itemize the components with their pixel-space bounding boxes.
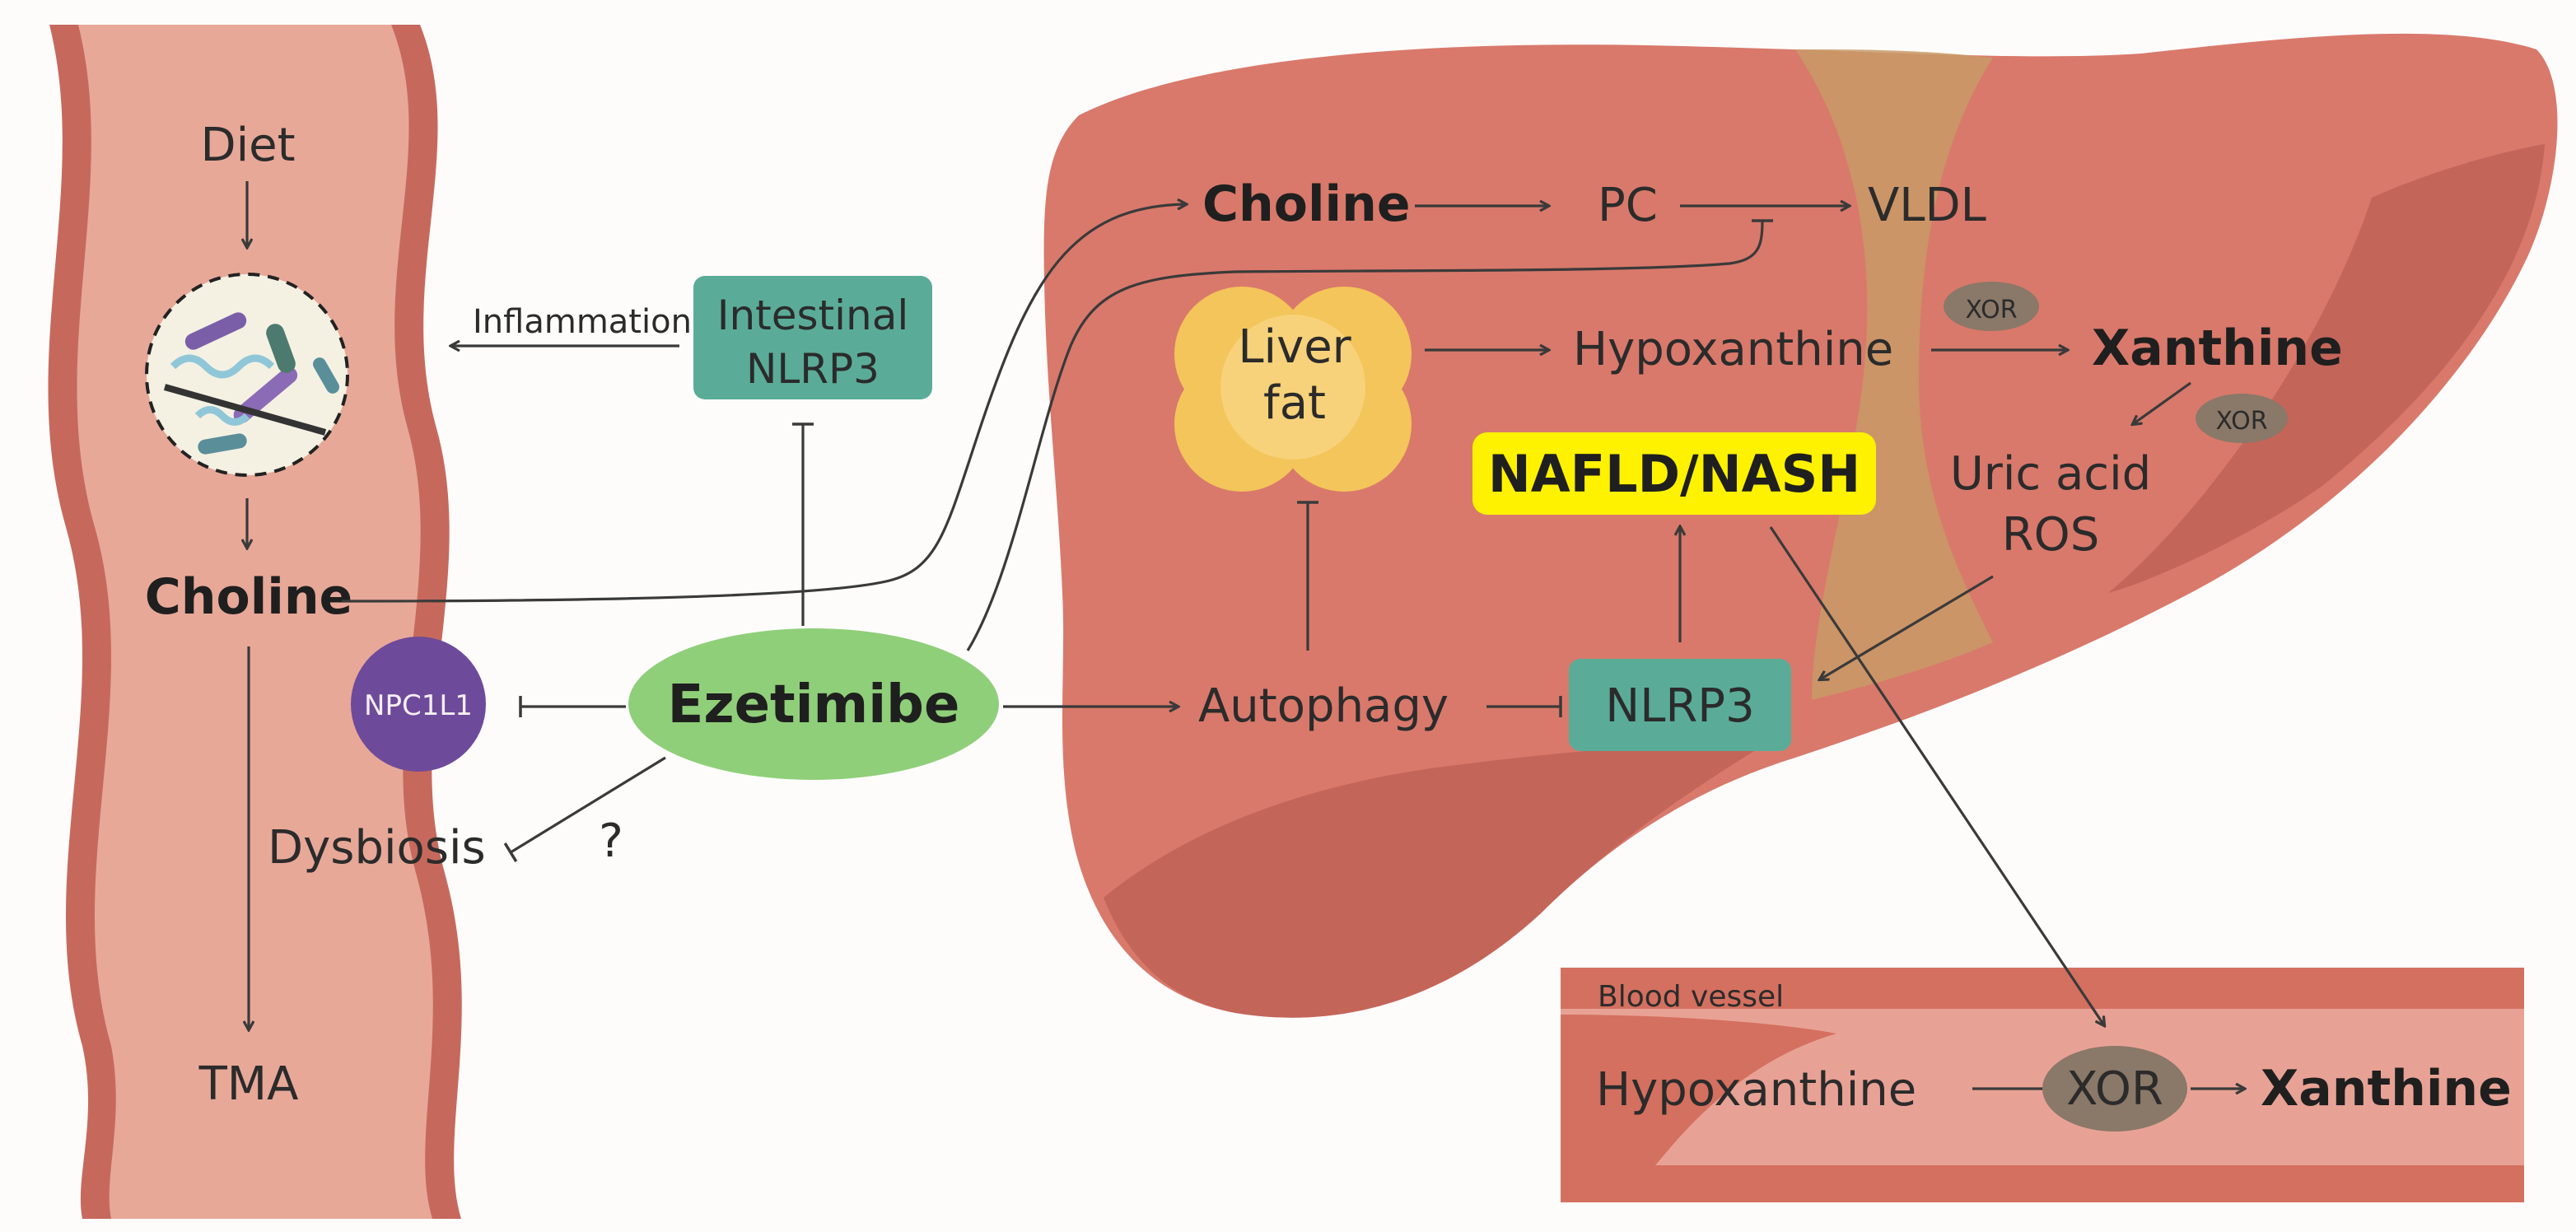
intestinal-nlrp3-line2: NLRP3: [746, 345, 880, 393]
intestinal-nlrp3-line1: Intestinal: [717, 292, 909, 339]
blood-xor-label: XOR: [2066, 1062, 2163, 1116]
blood-vessel-lumen: [1561, 1009, 2524, 1165]
liver-nlrp3-label: NLRP3: [1605, 679, 1754, 733]
ezetimibe-node: [628, 628, 999, 780]
ezetimibe-inhibits-dysbiosis: [503, 756, 666, 863]
xor-badge-2: [2196, 394, 2288, 443]
ros-label: ROS: [2002, 508, 2100, 562]
npc1l1-node: [351, 637, 486, 772]
liver-fat-line1: Liver: [1238, 320, 1351, 374]
tma-label: TMA: [198, 1057, 299, 1111]
ros-to-nlrp3-arrow: [1820, 575, 1994, 679]
xor-badge-2-label: XOR: [2215, 407, 2267, 436]
hypoxanthine-label: Hypoxanthine: [1573, 323, 1893, 376]
nafld-nash-highlight: [1472, 432, 1876, 515]
ezetimibe-inhibits-vldl: [966, 219, 1774, 651]
blood-xanthine-label: Xanthine: [2261, 1060, 2512, 1118]
blood-hypoxanthine-label: Hypoxanthine: [1596, 1063, 1916, 1117]
liver-ligament-band: [1795, 49, 1993, 700]
pc-label: PC: [1598, 179, 1658, 232]
uric-acid-label: Uric acid: [1950, 447, 2151, 501]
dysbiosis-question-mark: ?: [599, 814, 623, 868]
blood-xor-node: [2042, 1046, 2187, 1132]
liver-fat-line2: fat: [1263, 376, 1326, 430]
liver-xanthine-label: Xanthine: [2092, 320, 2343, 377]
ezetimibe-label: Ezetimibe: [668, 674, 960, 735]
liver-right-lobe-shadow: [2108, 144, 2545, 593]
autophagy-label: Autophagy: [1198, 679, 1449, 733]
nafld-to-blood-xor-arrow: [1769, 526, 2104, 1025]
blood-vessel-title: Blood vessel: [1598, 980, 1784, 1014]
intestine-choline-label: Choline: [145, 568, 353, 626]
liver-nlrp3-box: [1569, 659, 1791, 751]
diet-label: Diet: [200, 119, 295, 172]
blood-vessel: [1561, 968, 2524, 1202]
intestinal-nlrp3-box: [693, 276, 932, 399]
liver: [1043, 33, 2558, 1018]
xor-badge-1: [1944, 282, 2039, 331]
xor-badge-1-label: XOR: [1965, 296, 2017, 324]
liver-fat-droplets: [1174, 287, 1412, 492]
npc1l1-label: NPC1L1: [364, 689, 473, 722]
xanthine-to-uric-acid-arrow: [2133, 381, 2191, 424]
gut-microbiota-illustration: [145, 273, 349, 477]
liver-choline-label: Choline: [1202, 175, 1411, 233]
liver-lower-shadow: [1104, 741, 1771, 1018]
choline-transport-path: [341, 204, 1186, 603]
nafld-nash-label: NAFLD/NASH: [1488, 444, 1860, 504]
inflammation-label: Inflammation: [473, 303, 692, 341]
vldl-label: VLDL: [1868, 179, 1986, 232]
dysbiosis-label: Dysbiosis: [268, 821, 486, 875]
